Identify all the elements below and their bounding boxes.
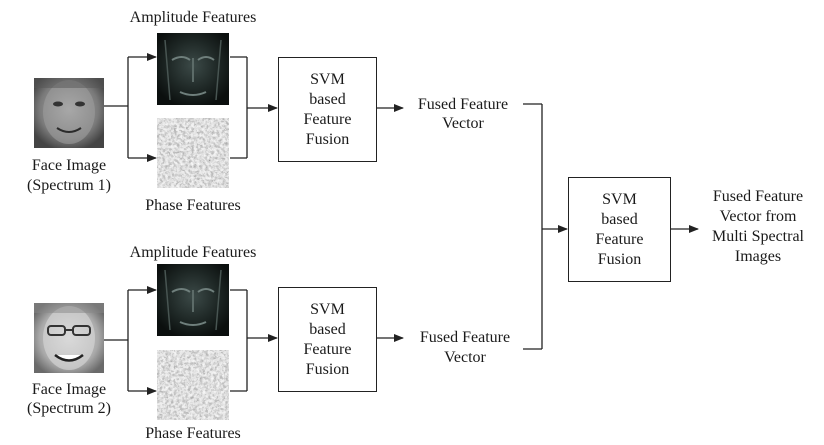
fusion-box-top-line: Feature [303, 110, 352, 128]
phase-features-image-top [157, 118, 229, 188]
fusion-box-top-line: based [309, 90, 346, 108]
fusion-box-final-line: Feature [595, 230, 644, 248]
fusion-box-bottom-line: based [309, 320, 346, 338]
fusion-box-final-line: SVM [602, 190, 637, 208]
merge-lines [541, 104, 699, 349]
top-phase-label: Phase Features [145, 197, 241, 214]
face-label-spectrum-1-line2: (Spectrum 1) [27, 177, 111, 194]
svm-fusion-box-final: SVM based Feature Fusion [568, 177, 671, 282]
top-branch-lines [104, 53, 542, 162]
top-output-label-line1: Fused Feature [417, 96, 509, 113]
amplitude-features-image-top [157, 33, 229, 105]
face-image-spectrum-2 [34, 303, 104, 373]
fusion-box-top-line: SVM [310, 70, 345, 88]
face-image-spectrum-1 [34, 78, 104, 148]
final-output-label: Fused Feature Vector from Multi Spectral… [694, 187, 822, 267]
fusion-box-final-line: based [601, 210, 638, 228]
bottom-output-label-line2: Vector [444, 349, 486, 366]
amplitude-features-image-bottom [157, 264, 229, 336]
phase-features-image-bottom [157, 350, 229, 420]
final-output-line: Images [734, 248, 782, 265]
final-output-line: Multi Spectral [712, 228, 804, 245]
top-amplitude-label: Amplitude Features [129, 9, 257, 26]
final-output-line: Fused Feature [712, 188, 804, 205]
bottom-phase-label: Phase Features [145, 425, 241, 442]
face-label-spectrum-1-line1: Face Image [31, 157, 107, 174]
fusion-box-top-line: Fusion [305, 130, 350, 148]
fusion-box-bottom-line: Fusion [305, 360, 350, 378]
fusion-box-bottom-line: Feature [303, 340, 352, 358]
face-label-spectrum-2-line2: (Spectrum 2) [27, 400, 111, 417]
top-output-label-line2: Vector [442, 115, 484, 132]
svm-fusion-box-bottom: SVM based Feature Fusion [278, 287, 377, 392]
final-output-line: Vector from [719, 208, 797, 225]
bottom-amplitude-label: Amplitude Features [129, 244, 257, 261]
fusion-box-bottom-line: SVM [310, 300, 345, 318]
fusion-box-final-line: Fusion [597, 250, 642, 268]
svm-fusion-box-top: SVM based Feature Fusion [278, 57, 377, 162]
bottom-output-label-line1: Fused Feature [419, 329, 511, 346]
bottom-branch-lines [104, 286, 542, 395]
face-label-spectrum-2-line1: Face Image [31, 381, 107, 398]
